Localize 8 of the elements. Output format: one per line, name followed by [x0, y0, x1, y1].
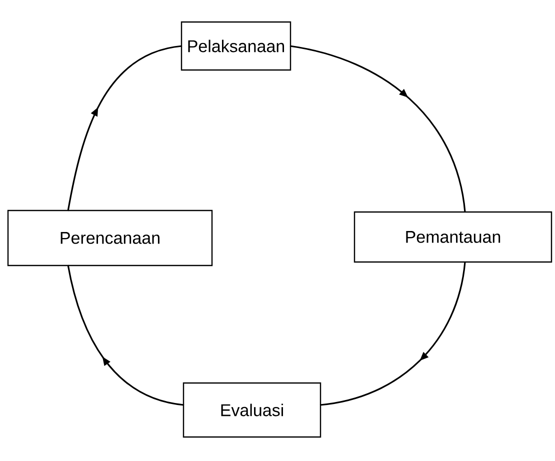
- arrow: [67, 264, 184, 406]
- arrow: [290, 45, 466, 212]
- process-box: Pelaksanaan: [180, 21, 292, 71]
- arrow: [320, 262, 466, 406]
- process-box: Perencanaan: [7, 210, 213, 266]
- arrow: [67, 45, 182, 212]
- process-box: Evaluasi: [182, 382, 322, 438]
- process-box: Pemantauan: [354, 211, 552, 263]
